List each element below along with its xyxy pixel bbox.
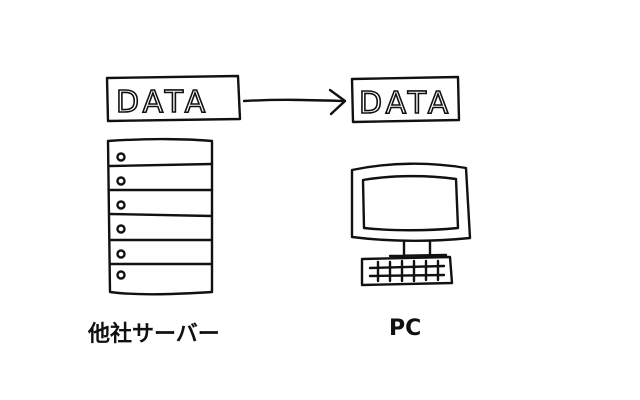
transfer-arrow xyxy=(242,88,347,116)
source-data-box-frame xyxy=(105,74,242,123)
server-led xyxy=(116,224,126,234)
arrow-head xyxy=(328,88,347,116)
source-data-box: DATA xyxy=(105,74,242,123)
monitor-outer xyxy=(350,162,472,243)
source-data-label: DATA xyxy=(116,85,209,120)
server-led xyxy=(116,176,126,186)
pc-icon xyxy=(350,162,472,287)
server-caption: 他社サーバー xyxy=(88,322,220,347)
keyboard-icon xyxy=(360,255,454,287)
server-led xyxy=(116,200,126,210)
server-led xyxy=(116,152,126,162)
target-data-label: DATA xyxy=(359,86,452,121)
server-rack-icon xyxy=(106,137,214,296)
server-led xyxy=(116,249,126,259)
pc-caption: PC xyxy=(389,316,422,341)
arrow-shaft xyxy=(242,98,346,103)
server-rack-outline xyxy=(106,137,214,296)
target-data-box: DATA xyxy=(350,75,461,124)
target-data-box-frame xyxy=(350,75,461,124)
monitor-stand xyxy=(388,240,448,258)
server-led xyxy=(116,270,126,280)
monitor-screen xyxy=(361,174,460,232)
